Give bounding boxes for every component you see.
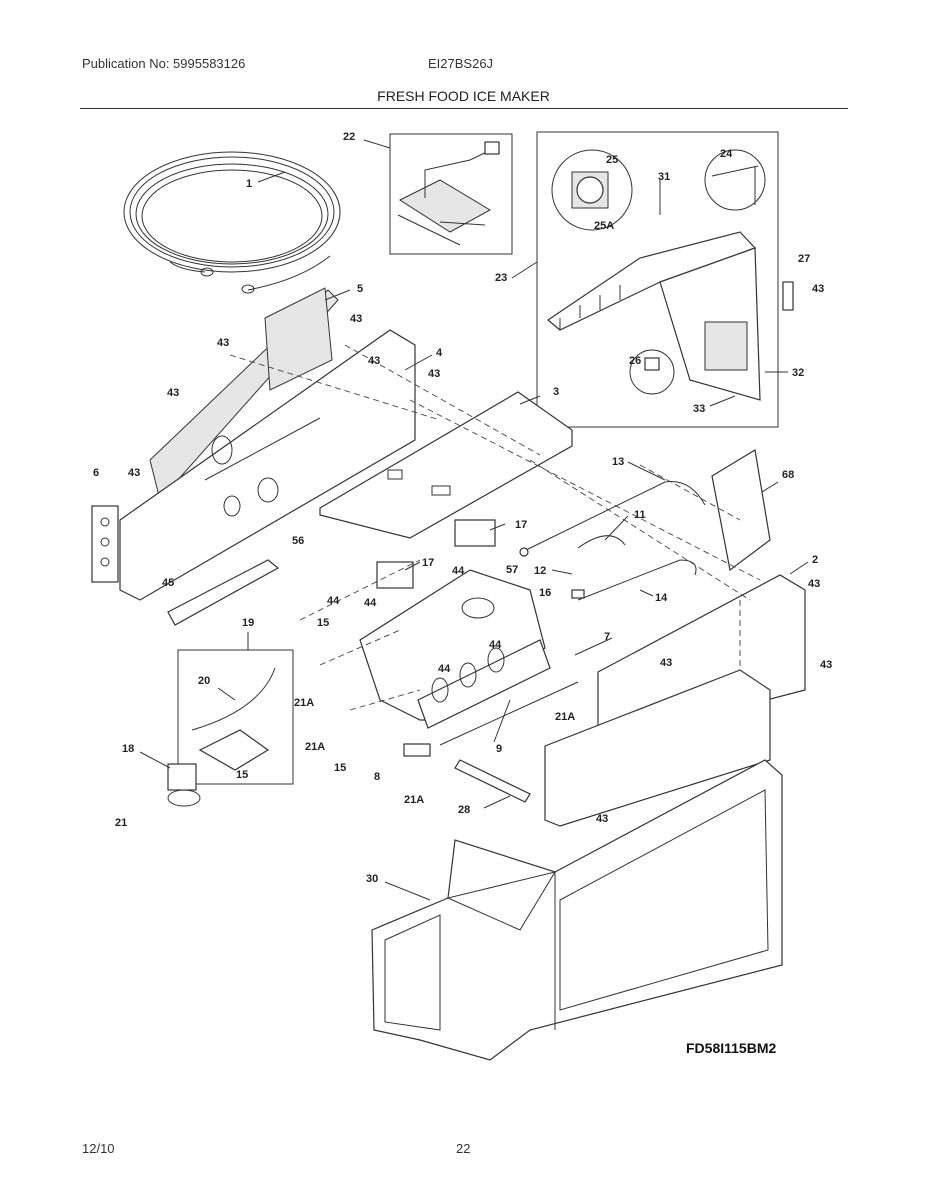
part-68-insulation [711,449,771,572]
callout-2: 2 [812,554,818,566]
callout-21a-a: 21A [294,697,314,709]
part-19-fill-kit [177,649,294,785]
callout-18: 18 [122,743,134,755]
callout-57: 57 [506,564,518,576]
header-divider [80,108,848,109]
assembly-guide-lines [229,344,761,711]
callout-12: 12 [534,565,546,577]
callout-43-e: 43 [428,368,440,380]
callout-11: 11 [634,509,646,521]
callout-20: 20 [198,675,210,687]
callout-44-c: 44 [364,597,377,609]
callout-43-d: 43 [368,355,380,367]
callout-56: 56 [292,535,304,547]
part-17-brackets [376,519,496,589]
figure-code: FD58I115BM2 [686,1040,776,1056]
callout-43-g: 43 [128,467,140,479]
callout-43-a: 43 [812,283,824,295]
callout-21a-b: 21A [555,711,575,723]
part-3-cover-shelf [319,391,573,539]
part-wire-harnesses [519,480,706,601]
footer-date: 12/10 [82,1141,115,1156]
part-22-wiring-kit [389,133,513,255]
callout-17-b: 17 [422,557,434,569]
callout-15-a: 15 [317,617,329,629]
callout-22: 22 [343,131,355,143]
part-5-foam-gasket [149,287,339,502]
callout-27: 27 [798,253,810,265]
callout-21: 21 [115,817,127,829]
callout-25: 25 [606,154,618,166]
part-23-icemaker-assembly [536,131,794,428]
part-28-bar [454,759,531,803]
page-number: 22 [456,1141,471,1156]
callout-labels: 1 22 25 31 24 25A 23 27 43 5 43 43 43 4 … [93,131,832,885]
callout-5: 5 [357,283,363,295]
part-icemaker-mold [359,569,551,729]
callout-13: 13 [612,456,624,468]
callout-43-k: 43 [596,813,608,825]
callout-44-d: 44 [489,639,502,651]
part-56-trim [167,559,280,626]
part-4-mounting-plate [119,329,416,601]
callout-15-c: 15 [334,762,346,774]
callout-43-i: 43 [660,657,672,669]
callout-15-b: 15 [236,769,248,781]
callout-24: 24 [720,148,733,160]
callout-44-e: 44 [438,663,451,675]
part-6-block [91,505,119,583]
callout-7: 7 [604,631,610,643]
callout-32: 32 [792,367,804,379]
model-number: EI27BS26J [428,56,494,71]
callout-25a: 25A [594,220,614,232]
part-front-plate [544,669,771,827]
callout-8: 8 [374,771,380,783]
callout-26: 26 [629,355,641,367]
callout-21a-c: 21A [305,741,325,753]
callout-43-c: 43 [217,337,229,349]
part-8-arm [403,743,431,757]
part-9-rod [439,681,579,746]
part-30-ice-bucket [371,759,783,1061]
callout-31: 31 [658,171,670,183]
callout-6: 6 [93,467,99,479]
callout-14: 14 [655,592,668,604]
callout-43-h: 43 [808,578,820,590]
publication-number: Publication No: 5995583126 [82,56,246,71]
callout-28: 28 [458,804,470,816]
callout-9: 9 [496,743,502,755]
callout-1: 1 [246,178,252,190]
callout-68: 68 [782,469,794,481]
callout-44-a: 44 [452,565,465,577]
callout-30: 30 [366,873,378,885]
part-18-valve [167,763,201,807]
callout-33: 33 [693,403,705,415]
callout-19: 19 [242,617,254,629]
callout-43-b: 43 [350,313,362,325]
callout-43-f: 43 [167,387,179,399]
callout-17-a: 17 [515,519,527,531]
part-1-tubing-coil [123,151,341,294]
callout-23: 23 [495,272,507,284]
callout-3: 3 [553,386,559,398]
callout-45: 45 [162,577,174,589]
callout-16: 16 [539,587,551,599]
callout-21a-d: 21A [404,794,424,806]
callout-leaders [139,139,809,901]
callout-44-b: 44 [327,595,340,607]
callout-4: 4 [436,347,443,359]
section-title: FRESH FOOD ICE MAKER [377,88,550,104]
callout-43-j: 43 [820,659,832,671]
